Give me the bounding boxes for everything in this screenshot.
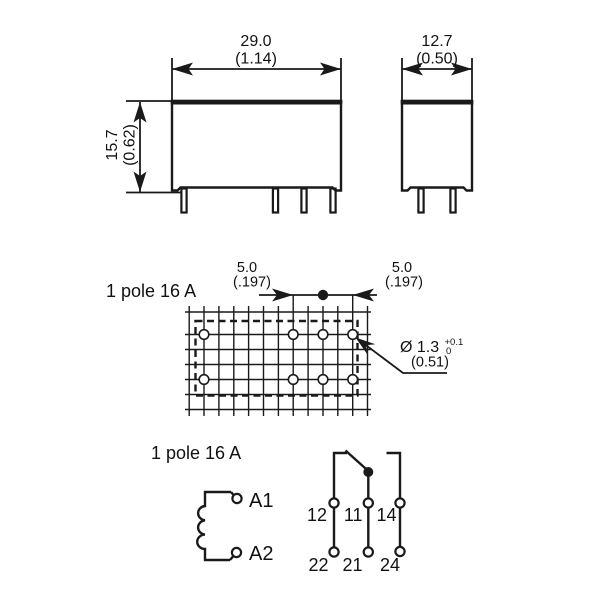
coil-a1-label: A1 bbox=[249, 490, 273, 512]
midpoint-dot bbox=[317, 289, 329, 301]
pcb-layout: 1 pole 16 A 5.0 (.197) 5.0 (.197) bbox=[106, 260, 463, 416]
pcb-hole bbox=[317, 373, 329, 386]
contact-schematic: 12 11 14 22 21 24 bbox=[307, 449, 406, 575]
pitch-right-mm: 5.0 bbox=[392, 260, 412, 276]
arrowhead-left bbox=[172, 62, 193, 76]
front-pin bbox=[180, 187, 188, 214]
pcb-grid-verticals bbox=[188, 306, 369, 416]
pcb-hole bbox=[347, 373, 359, 386]
hole-diameter-value: Ø 1.3 bbox=[400, 339, 439, 356]
pitch-right-in: (.197) bbox=[385, 275, 423, 291]
front-width-mm: 29.0 bbox=[240, 33, 271, 50]
pcb-layout-label: 1 pole 16 A bbox=[106, 281, 196, 301]
pitch-left-mm: 5.0 bbox=[237, 260, 257, 276]
hole-tolerance-zero: 0 bbox=[446, 346, 451, 357]
contact-line-14-24 bbox=[386, 451, 402, 552]
label-12: 12 bbox=[307, 505, 327, 525]
terminal-11 bbox=[362, 497, 374, 509]
label-11: 11 bbox=[344, 505, 363, 525]
pcb-hole bbox=[347, 328, 359, 341]
arrowhead-right bbox=[272, 288, 294, 302]
side-pin bbox=[449, 187, 457, 214]
arrowhead-left bbox=[352, 288, 374, 302]
side-pin bbox=[417, 187, 425, 214]
label-24: 24 bbox=[380, 555, 400, 575]
contact-line-12-22 bbox=[332, 451, 347, 552]
terminal-12 bbox=[328, 497, 340, 509]
footprint-dashed-outline bbox=[194, 319, 359, 397]
pitch-left-in: (.197) bbox=[233, 275, 271, 291]
coil-schematic: 1 pole 16 A A1 A2 bbox=[151, 443, 273, 565]
label-14: 14 bbox=[376, 505, 396, 525]
front-height-dimension: 15.7 (0.62) bbox=[104, 100, 181, 194]
front-pin bbox=[300, 187, 308, 214]
hole-diameter-callout: Ø 1.3 +0.1 0 (0.51) bbox=[355, 337, 464, 374]
hole-diameter-inch: (0.51) bbox=[411, 355, 449, 371]
terminal-21 bbox=[362, 546, 374, 558]
front-view: 29.0 (1.14) 15.7 (0.62) bbox=[104, 33, 343, 214]
hole-tolerance-plus: +0.1 bbox=[445, 337, 464, 348]
arrowhead-up bbox=[133, 102, 147, 123]
pcb-hole bbox=[198, 328, 210, 341]
front-pin bbox=[271, 187, 280, 214]
front-width-in: (1.14) bbox=[235, 51, 277, 68]
pitch-dimension: 5.0 (.197) 5.0 (.197) bbox=[233, 260, 423, 302]
side-width-in: (0.50) bbox=[416, 51, 458, 68]
pcb-hole bbox=[287, 373, 299, 386]
front-height-in: (0.62) bbox=[122, 124, 139, 166]
leader-line bbox=[357, 338, 447, 374]
coil-symbol bbox=[196, 490, 231, 562]
arrowhead-left bbox=[402, 62, 423, 76]
terminal-22 bbox=[328, 546, 340, 558]
side-width-dimension: 12.7 (0.50) bbox=[401, 33, 473, 100]
pcb-hole bbox=[287, 328, 299, 341]
front-body-outline bbox=[170, 99, 343, 192]
terminal-a2 bbox=[230, 546, 243, 559]
schematic-label: 1 pole 16 A bbox=[151, 443, 241, 463]
side-view: 12.7 (0.50) bbox=[400, 33, 474, 214]
front-height-mm: 15.7 bbox=[104, 129, 121, 160]
terminal-14 bbox=[394, 497, 406, 509]
side-width-mm: 12.7 bbox=[421, 33, 452, 50]
switch-blade bbox=[344, 449, 370, 472]
arrowhead-right bbox=[451, 62, 472, 76]
label-21: 21 bbox=[342, 555, 362, 575]
side-body-outline bbox=[400, 99, 474, 192]
pcb-hole bbox=[198, 373, 210, 386]
label-22: 22 bbox=[308, 555, 328, 575]
terminal-24 bbox=[394, 545, 406, 558]
arrowhead-right bbox=[320, 62, 341, 76]
leader-arrowhead bbox=[355, 337, 376, 355]
coil-a2-label: A2 bbox=[249, 543, 273, 565]
arrowhead-down bbox=[133, 171, 147, 192]
front-width-dimension: 29.0 (1.14) bbox=[171, 33, 342, 100]
coil-a2-lead bbox=[229, 555, 235, 561]
terminal-a1 bbox=[231, 492, 243, 505]
pcb-hole bbox=[317, 328, 329, 341]
front-pin bbox=[329, 187, 337, 214]
